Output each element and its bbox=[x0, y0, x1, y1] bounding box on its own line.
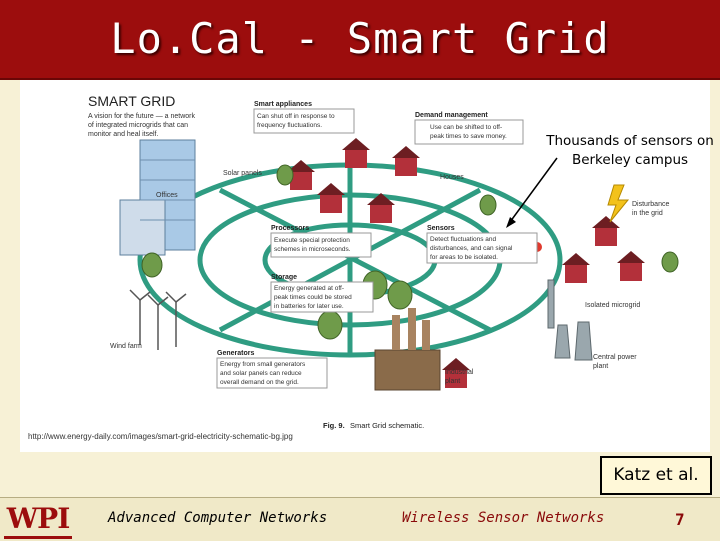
label-isolated-microgrid: Isolated microgrid bbox=[585, 302, 640, 309]
label-central-power-2: plant bbox=[593, 363, 608, 370]
wpi-logo: WPI bbox=[4, 504, 72, 539]
footer-course-title: Advanced Computer Networks bbox=[108, 510, 328, 526]
label-solar-panels: Solar panels bbox=[223, 170, 262, 177]
processors-box: Processors Execute special protection sc… bbox=[270, 225, 372, 258]
label-industrial-plant-1: Industrial bbox=[445, 369, 474, 376]
house-icon bbox=[287, 160, 315, 190]
figure-heading: SMART GRID bbox=[88, 93, 175, 109]
office-building-icon bbox=[119, 139, 196, 256]
svg-text:schemes in microseconds.: schemes in microseconds. bbox=[274, 246, 351, 253]
sensors-box: Sensors Detect fluctuations and disturba… bbox=[426, 225, 538, 264]
generators-box: Generators Energy from small generators … bbox=[216, 350, 328, 389]
svg-text:Processors: Processors bbox=[271, 225, 309, 232]
label-disturbance-1: Disturbance bbox=[632, 201, 669, 208]
house-icons bbox=[287, 138, 645, 388]
figure-source-url: http://www.energy-daily.com/images/smart… bbox=[28, 432, 293, 441]
factory-icon bbox=[374, 308, 441, 391]
label-houses: Houses bbox=[440, 174, 464, 181]
smart-grid-diagram: SMART GRID A vision for the future — a n… bbox=[20, 80, 710, 452]
demand-management-box: Demand management Use can be shifted to … bbox=[414, 112, 524, 145]
svg-text:Can shut off in response to: Can shut off in response to bbox=[257, 113, 335, 120]
svg-text:in batteries for later use.: in batteries for later use. bbox=[274, 303, 344, 310]
tank-icon bbox=[661, 251, 679, 273]
house-icon bbox=[592, 216, 620, 246]
title-bar bbox=[0, 0, 720, 80]
svg-text:Energy generated at off-: Energy generated at off- bbox=[274, 285, 344, 292]
house-icon bbox=[392, 146, 420, 176]
figure-caption-text: Smart Grid schematic. bbox=[350, 421, 424, 430]
house-icon bbox=[442, 358, 470, 388]
tank-icon bbox=[317, 310, 343, 340]
figure-subheading-1: A vision for the future — a network bbox=[88, 113, 195, 120]
svg-text:overall demand on the grid.: overall demand on the grid. bbox=[220, 379, 299, 386]
house-icon bbox=[342, 138, 370, 168]
footer-bar bbox=[0, 497, 720, 541]
label-wind-farm: Wind farm bbox=[110, 343, 142, 350]
house-icon bbox=[367, 193, 395, 223]
figure-caption-label: Fig. 9. bbox=[323, 421, 345, 430]
svg-text:Use can be shifted to off-: Use can be shifted to off- bbox=[430, 124, 502, 131]
svg-text:peak times could be stored: peak times could be stored bbox=[274, 294, 352, 301]
tank-icon bbox=[276, 164, 294, 186]
lightning-icon bbox=[607, 184, 630, 223]
svg-text:Execute special protection: Execute special protection bbox=[274, 237, 350, 244]
house-icon bbox=[317, 183, 345, 213]
house-icon bbox=[562, 253, 590, 283]
svg-text:Smart appliances: Smart appliances bbox=[254, 101, 312, 108]
svg-text:Storage: Storage bbox=[271, 274, 297, 281]
label-disturbance-2: in the grid bbox=[632, 210, 663, 217]
label-industrial-plant-2: plant bbox=[445, 378, 460, 385]
svg-text:Detect fluctuations and: Detect fluctuations and bbox=[430, 236, 497, 243]
power-plant-icon bbox=[547, 279, 593, 361]
svg-text:Sensors: Sensors bbox=[427, 225, 455, 232]
wind-turbine-icons bbox=[129, 289, 187, 350]
svg-text:Generators: Generators bbox=[217, 350, 254, 357]
footer-topic: Wireless Sensor Networks bbox=[402, 510, 605, 526]
sensors-callout: Thousands of sensors on Berkeley campus bbox=[546, 133, 714, 168]
citation-box: Katz et al. bbox=[600, 456, 712, 495]
smart-appliances-box: Smart appliances Can shut off in respons… bbox=[253, 101, 355, 134]
callout-arrow bbox=[506, 157, 558, 228]
figure-subheading-2: of integrated microgrids that can bbox=[88, 122, 188, 129]
svg-text:and solar panels can reduce: and solar panels can reduce bbox=[220, 370, 302, 377]
svg-text:peak times to save money.: peak times to save money. bbox=[430, 133, 507, 140]
storage-box: Storage Energy generated at off- peak ti… bbox=[270, 274, 374, 313]
svg-text:Demand management: Demand management bbox=[415, 112, 488, 119]
svg-text:disturbances, and can signal: disturbances, and can signal bbox=[430, 245, 513, 252]
svg-text:Energy from small generators: Energy from small generators bbox=[220, 361, 306, 368]
svg-text:frequency fluctuations.: frequency fluctuations. bbox=[257, 122, 322, 129]
tank-icon bbox=[479, 194, 497, 216]
house-icon bbox=[617, 251, 645, 281]
slide-title: Lo.Cal - Smart Grid bbox=[110, 14, 610, 63]
tank-icon bbox=[387, 280, 413, 310]
label-central-power-1: Central power bbox=[593, 354, 637, 361]
svg-text:for areas to be isolated.: for areas to be isolated. bbox=[430, 254, 498, 261]
label-offices: Offices bbox=[156, 192, 178, 199]
storage-tank-icons bbox=[141, 164, 679, 340]
page-number: 7 bbox=[675, 510, 685, 529]
figure-subheading-3: monitor and heal itself. bbox=[88, 131, 158, 138]
tank-icon bbox=[141, 252, 163, 278]
